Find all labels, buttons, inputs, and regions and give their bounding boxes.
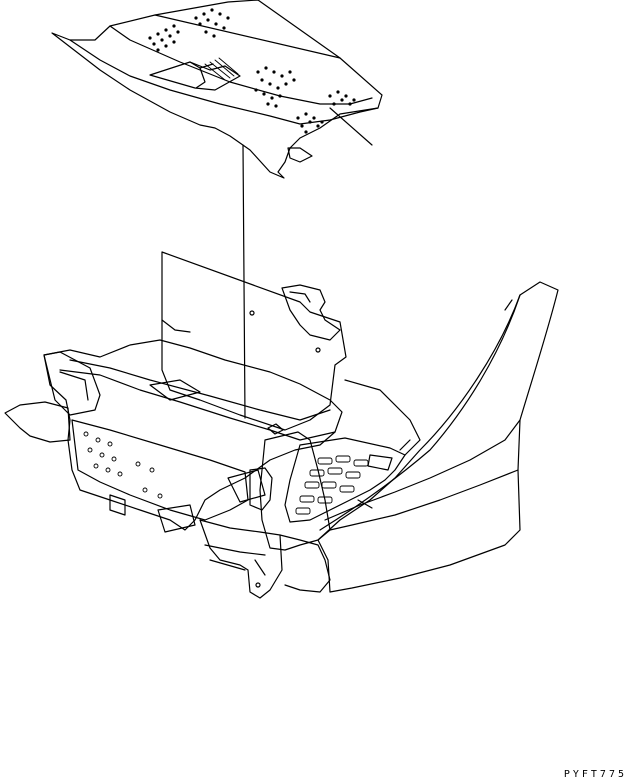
- lower-structure: [200, 520, 330, 598]
- floor-frame: [5, 340, 342, 550]
- curved-side-rail: [318, 282, 558, 592]
- floor-deck: [285, 380, 420, 522]
- mat-perforations: [148, 8, 356, 134]
- leader-line-mat: [330, 108, 372, 145]
- floor-mat: [52, 0, 382, 178]
- side-bracket: [282, 285, 340, 340]
- back-panel: [162, 252, 346, 430]
- mat-vent: [150, 62, 240, 90]
- drawing-code: PYFT775: [563, 769, 627, 780]
